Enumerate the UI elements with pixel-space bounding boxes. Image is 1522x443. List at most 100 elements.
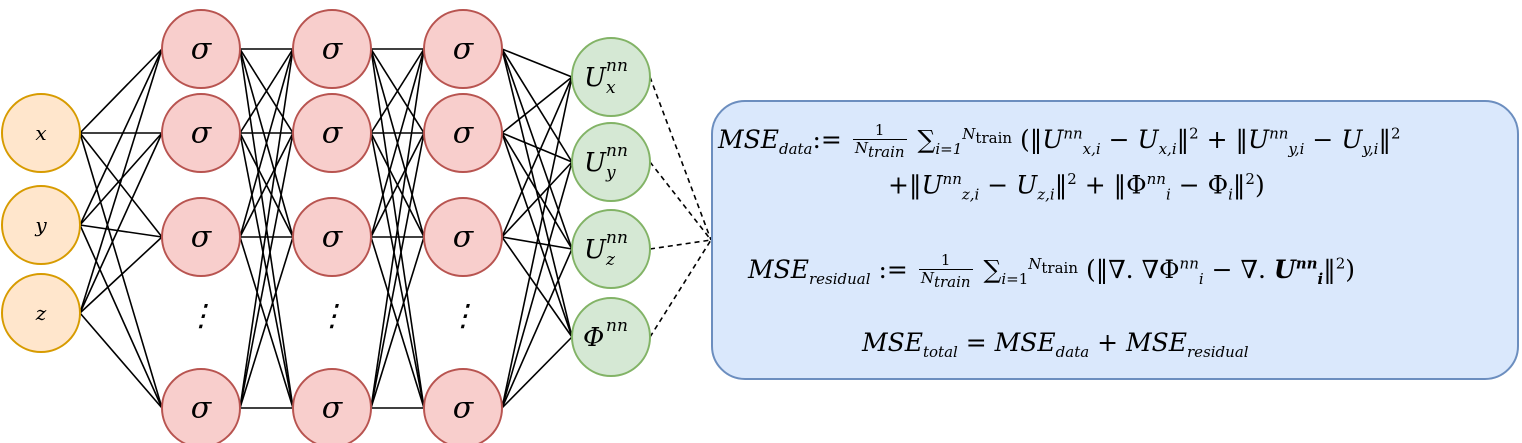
output-node-subscript: y bbox=[605, 163, 616, 183]
hidden-node-circle bbox=[292, 197, 372, 277]
hidden-node-sigma: σ bbox=[161, 93, 241, 173]
edge-hidden-hidden bbox=[370, 236, 425, 409]
hidden-layer-ellipsis: ⋮ bbox=[186, 299, 216, 334]
dashed-connector bbox=[649, 239, 712, 338]
output-node-circle bbox=[571, 122, 651, 202]
input-node-z: z bbox=[1, 273, 81, 353]
output-node-subscript: z bbox=[605, 250, 616, 270]
output-node-circle bbox=[571, 297, 651, 377]
output-node-symbol: U bbox=[584, 148, 607, 178]
edge-input-hidden bbox=[79, 132, 163, 314]
hidden-node-circle bbox=[292, 9, 372, 89]
hidden-node-label: σ bbox=[453, 220, 475, 255]
hidden-node-sigma: σ bbox=[161, 368, 241, 443]
hidden-node-sigma: σ bbox=[423, 93, 503, 173]
edge-hidden-hidden bbox=[239, 48, 294, 134]
hidden-node-circle bbox=[423, 197, 503, 277]
output-node-symbol: Φ bbox=[583, 323, 604, 353]
hidden-node-label: σ bbox=[322, 391, 344, 426]
hidden-node-circle bbox=[161, 93, 241, 173]
output-node-circle bbox=[571, 209, 651, 289]
hidden-node-label: σ bbox=[453, 391, 475, 426]
dashed-connector bbox=[649, 239, 712, 250]
output-node-superscript: nn bbox=[606, 228, 628, 248]
edge-input-hidden bbox=[79, 236, 163, 314]
edge-input-hidden bbox=[79, 132, 163, 409]
hidden-node-label: σ bbox=[322, 220, 344, 255]
hidden-node-circle bbox=[161, 9, 241, 89]
edge-hidden-hidden bbox=[370, 48, 425, 134]
edge-hidden-hidden bbox=[239, 48, 294, 238]
hidden-node-sigma: σ bbox=[292, 93, 372, 173]
edge-hidden-output bbox=[501, 48, 573, 78]
loss-equations-box bbox=[711, 100, 1519, 380]
input-node-circle bbox=[1, 273, 81, 353]
edge-hidden-hidden bbox=[239, 132, 294, 409]
dashed-connector bbox=[649, 161, 712, 241]
hidden-node-sigma: σ bbox=[292, 9, 372, 89]
edge-hidden-output bbox=[501, 48, 573, 250]
hidden-node-label: σ bbox=[191, 32, 213, 67]
hidden-node-circle bbox=[423, 368, 503, 443]
edge-hidden-hidden bbox=[239, 236, 294, 409]
hidden-node-sigma: σ bbox=[423, 9, 503, 89]
edge-hidden-output bbox=[501, 48, 573, 338]
hidden-node-label: σ bbox=[322, 116, 344, 151]
hidden-node-sigma: σ bbox=[292, 368, 372, 443]
input-node-y: y bbox=[1, 185, 81, 265]
output-node-superscript: nn bbox=[606, 56, 628, 76]
hidden-node-label: σ bbox=[191, 391, 213, 426]
hidden-layer-ellipsis: ⋮ bbox=[448, 299, 478, 334]
hidden-node-circle bbox=[161, 368, 241, 443]
edge-hidden-output bbox=[501, 132, 573, 163]
edge-hidden-output bbox=[501, 76, 573, 238]
output-node-symbol: U bbox=[584, 235, 607, 265]
input-node-label: x bbox=[35, 121, 46, 145]
output-node-superscript: nn bbox=[606, 141, 628, 161]
hidden-node-label: σ bbox=[453, 116, 475, 151]
edge-hidden-output bbox=[501, 161, 573, 409]
hidden-node-sigma: σ bbox=[161, 197, 241, 277]
edge-hidden-hidden bbox=[370, 132, 425, 409]
edge-input-hidden bbox=[79, 224, 163, 238]
hidden-node-label: σ bbox=[191, 220, 213, 255]
hidden-node-circle bbox=[423, 9, 503, 89]
hidden-node-sigma: σ bbox=[161, 9, 241, 89]
hidden-node-sigma: σ bbox=[423, 197, 503, 277]
edge-hidden-output bbox=[501, 76, 573, 134]
hidden-node-circle bbox=[292, 93, 372, 173]
mse-data-equation-line2: +‖Unnz,i − Uz,i‖2 + ‖Φnni − Φi‖2) bbox=[888, 170, 1265, 204]
edge-input-hidden bbox=[79, 48, 163, 226]
hidden-node-circle bbox=[292, 368, 372, 443]
input-node-circle bbox=[1, 93, 81, 173]
edge-hidden-output bbox=[501, 248, 573, 409]
output-node-symbol: U bbox=[584, 63, 607, 93]
edge-input-hidden bbox=[79, 48, 163, 134]
hidden-node-label: σ bbox=[453, 32, 475, 67]
edge-input-hidden bbox=[79, 224, 163, 409]
hidden-node-sigma: σ bbox=[292, 197, 372, 277]
edge-hidden-output bbox=[501, 132, 573, 338]
output-connector-lines bbox=[649, 76, 712, 338]
hidden-layer-ellipsis: ⋮ bbox=[317, 299, 347, 334]
hidden-node-circle bbox=[161, 197, 241, 277]
hidden-node-label: σ bbox=[191, 116, 213, 151]
input-node-label: y bbox=[34, 213, 47, 237]
edge-hidden-hidden bbox=[370, 48, 425, 409]
input-node-label: z bbox=[35, 301, 47, 325]
hidden-node-circle bbox=[423, 93, 503, 173]
edge-input-hidden bbox=[79, 48, 163, 314]
input-node-x: x bbox=[1, 93, 81, 173]
network-edges bbox=[79, 48, 573, 409]
output-node-superscript: nn bbox=[606, 316, 628, 336]
dashed-connector bbox=[649, 76, 712, 241]
edge-hidden-output bbox=[501, 76, 573, 409]
hidden-node-sigma: σ bbox=[423, 368, 503, 443]
